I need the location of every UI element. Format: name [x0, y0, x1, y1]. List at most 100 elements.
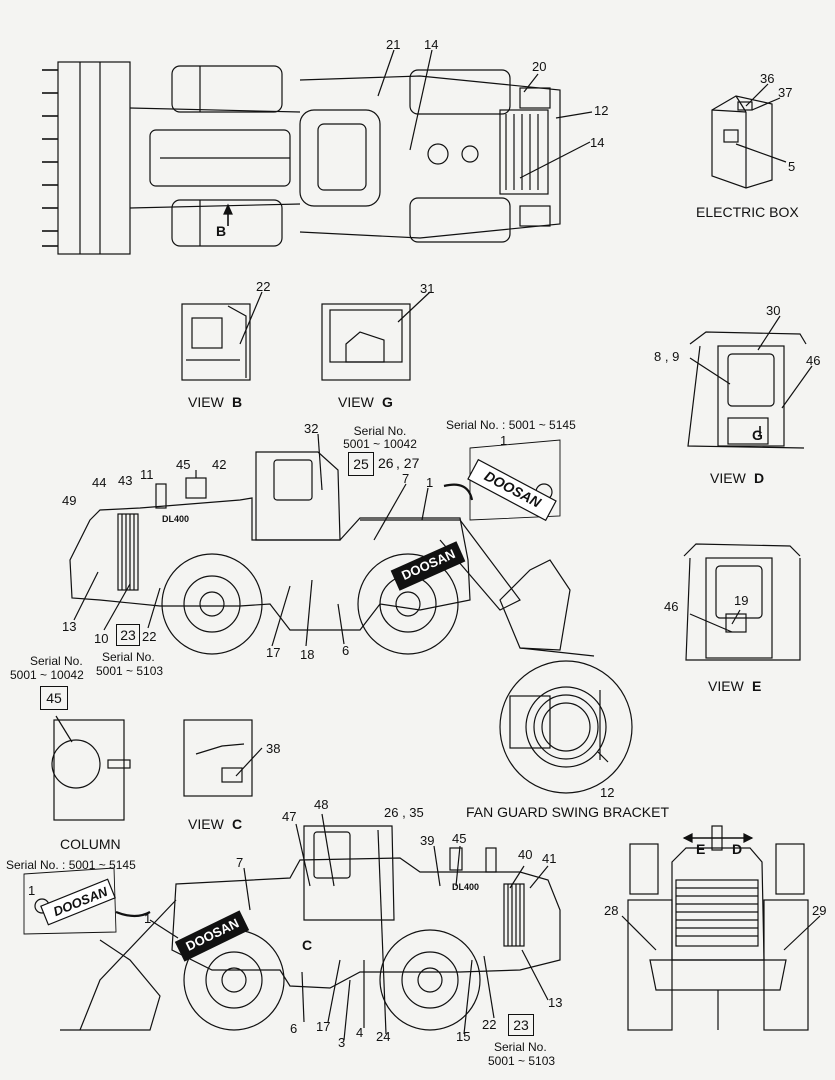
view-g-marker: G [752, 427, 763, 443]
top-view-loader [42, 49, 593, 255]
view-b-marker: B [216, 223, 227, 239]
label-11-mid: 11 [140, 467, 154, 482]
label-42: 42 [212, 457, 227, 472]
label-37: 37 [778, 85, 793, 100]
view-e-caption-letter: E [752, 678, 762, 694]
label-17-mid: 17 [266, 645, 281, 660]
column-drawing [51, 715, 131, 821]
view-g-caption-letter: G [382, 394, 393, 410]
serial-23-title: Serial No. [102, 650, 155, 664]
label-28: 28 [604, 903, 619, 918]
label-44: 44 [92, 475, 107, 490]
fan-guard-drawing [499, 660, 633, 794]
boxed-label-25: 25 [348, 452, 374, 476]
label-5: 5 [788, 159, 796, 174]
label-19: 19 [734, 593, 749, 608]
label-40: 40 [518, 847, 533, 862]
column-caption: COLUMN [60, 836, 121, 852]
label-43: 43 [118, 473, 133, 488]
electric-box-caption: ELECTRIC BOX [696, 204, 799, 220]
view-b-caption-word: VIEW [188, 394, 224, 410]
model-badge-bottom: DL400 [452, 882, 480, 892]
label-3: 3 [338, 1035, 346, 1050]
label-1-zoom-top: 1 [500, 433, 508, 448]
label-24: 24 [376, 1029, 391, 1044]
view-c-caption-letter: C [232, 816, 243, 832]
electric-box-drawing [711, 83, 787, 189]
boxed-label-23: 23 [116, 624, 140, 646]
label-1-mid: 1 [426, 475, 434, 490]
label-7-mid: 7 [402, 471, 410, 486]
doosan-zoom-bottom [23, 867, 151, 935]
doosan-decal-middle [390, 541, 466, 591]
label-32: 32 [304, 421, 319, 436]
view-d-caption-letter: D [754, 470, 765, 486]
label-41: 41 [542, 851, 557, 866]
serial-45-title: Serial No. [30, 654, 83, 668]
label-49: 49 [62, 493, 77, 508]
view-b-caption-letter: B [232, 394, 243, 410]
label-17-bottom: 17 [316, 1019, 331, 1034]
view-g-drawing [321, 291, 431, 381]
label-22-mid: 22 [142, 629, 157, 644]
serial-25-range: 5001 ~ 10042 [343, 437, 417, 451]
model-badge-middle: DL400 [162, 514, 190, 524]
label-38: 38 [266, 741, 281, 756]
label-22-bottom: 22 [482, 1017, 497, 1032]
label-15: 15 [456, 1029, 471, 1044]
label-7-bottom: 7 [236, 855, 244, 870]
fan-guard-caption: FAN GUARD SWING BRACKET [466, 804, 670, 820]
label-8-9: 8 , 9 [654, 349, 680, 364]
label-48: 48 [314, 797, 329, 812]
view-c-drawing [183, 719, 263, 797]
serial-45-range: 5001 ~ 10042 [10, 668, 84, 682]
doosan-decal-top-zoom [467, 458, 557, 522]
label-1-bottom: 1 [144, 911, 152, 926]
serial-23-range: 5001 ~ 5103 [96, 664, 164, 678]
right-side-view-loader [60, 813, 561, 1041]
label-29: 29 [812, 903, 827, 918]
view-e-caption-word: VIEW [708, 678, 744, 694]
label-47: 47 [282, 809, 297, 824]
label-21: 21 [386, 37, 401, 52]
label-22-view-b: 22 [256, 279, 271, 294]
boxed-label-45: 45 [40, 686, 68, 710]
label-14-top: 14 [424, 37, 439, 52]
label-14-right: 14 [590, 135, 605, 150]
view-b-drawing [181, 291, 263, 381]
label-45-bottom: 45 [452, 831, 467, 846]
label-10: 10 [94, 631, 109, 646]
serial-25-title: Serial No. [353, 424, 407, 438]
label-46-view-d: 46 [806, 353, 821, 368]
label-13-bottom: 13 [548, 995, 563, 1010]
serial-23b-title: Serial No. [494, 1040, 547, 1054]
label-1-zoom-bottom: 1 [28, 883, 36, 898]
rear-view-loader [621, 825, 821, 1031]
label-26-35: 26 , 35 [384, 805, 424, 820]
view-c-marker: C [302, 937, 313, 953]
view-c-caption-word: VIEW [188, 816, 224, 832]
view-d-drawing [687, 315, 813, 449]
label-31-view-g: 31 [420, 281, 435, 296]
view-e-drawing [683, 543, 801, 661]
label-12-top: 12 [594, 103, 609, 118]
view-d-caption-word: VIEW [710, 470, 746, 486]
serial-23b-range: 5001 ~ 5103 [488, 1054, 556, 1068]
serial-doosan-top: Serial No. : 5001 ~ 5145 [446, 418, 576, 432]
label-18: 18 [300, 647, 315, 662]
doosan-decal-bottom [174, 910, 250, 962]
label-6-bottom: 6 [290, 1021, 298, 1036]
label-26: 26 [378, 455, 394, 471]
label-4: 4 [356, 1025, 364, 1040]
view-g-caption-word: VIEW [338, 394, 374, 410]
label-30: 30 [766, 303, 781, 318]
label-45-mid: 45 [176, 457, 191, 472]
label-36: 36 [760, 71, 775, 86]
label-27: , 27 [396, 455, 420, 471]
view-d-marker: D [732, 841, 743, 857]
label-13-mid: 13 [62, 619, 77, 634]
view-e-marker: E [696, 841, 706, 857]
boxed-label-23-bottom: 23 [508, 1014, 534, 1036]
label-6-mid: 6 [342, 643, 350, 658]
serial-doosan-bottom: Serial No. : 5001 ~ 5145 [6, 858, 136, 872]
